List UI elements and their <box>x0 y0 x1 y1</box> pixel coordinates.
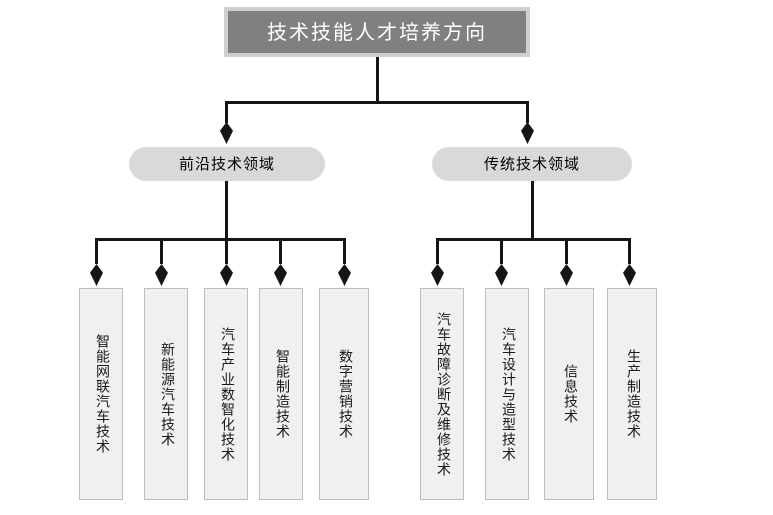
leaf-node-design-styling-label: 汽车设计与造型技术 <box>499 326 516 462</box>
leaf-node-smart-mfg-label: 智能制造技术 <box>273 349 290 439</box>
arrowhead-smart-mfg-icon <box>274 264 287 286</box>
connector-traditional-stem <box>531 181 534 238</box>
leaf-node-infotech-label: 信息技术 <box>561 364 578 424</box>
connector-traditional-bus <box>436 238 631 241</box>
root-node-label: 技术技能人才培养方向 <box>267 20 487 44</box>
connector-traditional-drop-2 <box>500 238 503 264</box>
arrowhead-production-icon <box>623 264 636 286</box>
leaf-node-icv[interactable]: 智能网联汽车技术 <box>79 288 123 500</box>
connector-frontier-bus <box>95 238 346 241</box>
arrowhead-design-styling-icon <box>495 264 508 286</box>
leaf-node-auto-digital-label: 汽车产业数智化技术 <box>218 326 235 462</box>
branch-node-frontier-label: 前沿技术领域 <box>178 154 275 173</box>
connector-frontier-drop-5 <box>343 238 346 264</box>
leaf-node-diag-repair[interactable]: 汽车故障诊断及维修技术 <box>420 288 464 500</box>
connector-traditional-drop-1 <box>436 238 439 264</box>
leaf-node-digital-mkt[interactable]: 数字营销技术 <box>319 288 369 500</box>
connector-root-to-traditional <box>526 101 529 123</box>
connector-root-stem <box>376 57 379 103</box>
leaf-node-digital-mkt-label: 数字营销技术 <box>336 349 353 439</box>
connector-root-bus <box>225 101 529 104</box>
leaf-node-smart-mfg[interactable]: 智能制造技术 <box>259 288 303 500</box>
leaf-node-production[interactable]: 生产制造技术 <box>607 288 657 500</box>
leaf-node-icv-label: 智能网联汽车技术 <box>93 334 110 454</box>
connector-traditional-drop-4 <box>628 238 631 264</box>
leaf-node-infotech[interactable]: 信息技术 <box>544 288 594 500</box>
root-node[interactable]: 技术技能人才培养方向 <box>224 7 530 57</box>
arrowhead-traditional-icon <box>521 122 534 144</box>
leaf-node-nev[interactable]: 新能源汽车技术 <box>144 288 188 500</box>
branch-node-frontier[interactable]: 前沿技术领域 <box>129 147 325 181</box>
connector-frontier-drop-3 <box>225 238 228 264</box>
connector-root-to-frontier <box>225 101 228 123</box>
arrowhead-infotech-icon <box>560 264 573 286</box>
arrowhead-auto-digital-icon <box>220 264 233 286</box>
arrowhead-frontier-icon <box>220 122 233 144</box>
connector-frontier-drop-1 <box>95 238 98 264</box>
connector-traditional-drop-3 <box>565 238 568 264</box>
branch-node-traditional-label: 传统技术领域 <box>483 154 580 173</box>
connector-frontier-stem <box>225 181 228 238</box>
leaf-node-diag-repair-label: 汽车故障诊断及维修技术 <box>434 311 451 477</box>
leaf-node-production-label: 生产制造技术 <box>624 349 641 439</box>
leaf-node-auto-digital[interactable]: 汽车产业数智化技术 <box>204 288 248 500</box>
leaf-node-nev-label: 新能源汽车技术 <box>158 341 175 447</box>
branch-node-traditional[interactable]: 传统技术领域 <box>432 147 632 181</box>
arrowhead-icv-icon <box>90 264 103 286</box>
arrowhead-digital-mkt-icon <box>338 264 351 286</box>
arrowhead-nev-icon <box>155 264 168 286</box>
leaf-node-design-styling[interactable]: 汽车设计与造型技术 <box>485 288 529 500</box>
arrowhead-diag-repair-icon <box>431 264 444 286</box>
connector-frontier-drop-4 <box>279 238 282 264</box>
connector-frontier-drop-2 <box>160 238 163 264</box>
